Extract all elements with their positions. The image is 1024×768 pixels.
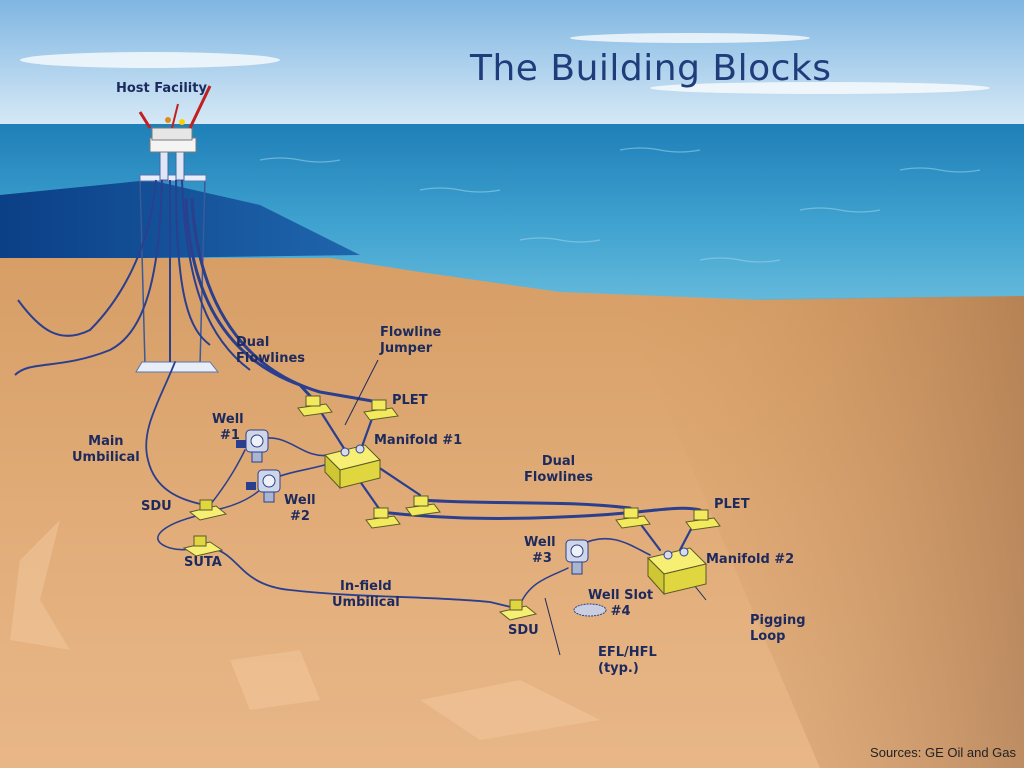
risers xyxy=(14,179,251,376)
well-slot-4 xyxy=(573,603,607,617)
deep-water-slope xyxy=(0,180,360,260)
label-pigging-loop: Pigging Loop xyxy=(750,613,806,644)
label-suta: SUTA xyxy=(184,555,222,570)
plet-units xyxy=(297,395,721,531)
label-dual-flowlines-1: Dual Flowlines xyxy=(236,335,305,366)
sea-waves xyxy=(259,147,981,263)
label-sdu-2: SDU xyxy=(508,623,539,638)
manifold-1 xyxy=(324,444,381,490)
label-manifold-2: Manifold #2 xyxy=(706,552,795,567)
well-1-tree xyxy=(236,429,269,463)
page-title: The Building Blocks xyxy=(470,48,832,89)
suta xyxy=(182,535,224,557)
label-host-facility: Host Facility xyxy=(116,81,207,96)
label-well-3: Well #3 xyxy=(524,535,556,566)
label-flowline-jumper: Flowline Jumper xyxy=(380,325,442,356)
host-facility-platform xyxy=(135,85,220,373)
source-credit: Sources: GE Oil and Gas xyxy=(870,745,1016,760)
label-plet-2: PLET xyxy=(714,497,750,512)
label-well-2: Well #2 xyxy=(284,493,316,524)
label-main-umbilical: Main Umbilical xyxy=(72,434,140,465)
well-3-tree xyxy=(565,539,589,575)
sdu-2 xyxy=(498,599,538,621)
well-2-tree xyxy=(246,469,281,503)
label-plet-1: PLET xyxy=(392,393,428,408)
label-sdu-1: SDU xyxy=(141,499,172,514)
label-efl-hfl: EFL/HFL (typ.) xyxy=(598,645,657,676)
label-manifold-1: Manifold #1 xyxy=(374,433,463,448)
seabed-texture xyxy=(10,520,600,740)
manifold-2 xyxy=(647,547,707,596)
label-in-field-umbilical: In-field Umbilical xyxy=(332,579,400,610)
seabed-shadow xyxy=(620,296,1024,768)
label-well-slot-4: Well Slot #4 xyxy=(588,588,654,619)
sdu-1 xyxy=(188,499,228,521)
pipelines xyxy=(145,198,702,609)
label-dual-flowlines-2: Dual Flowlines xyxy=(524,454,593,485)
clouds xyxy=(20,33,990,94)
label-well-1: Well #1 xyxy=(212,412,244,443)
